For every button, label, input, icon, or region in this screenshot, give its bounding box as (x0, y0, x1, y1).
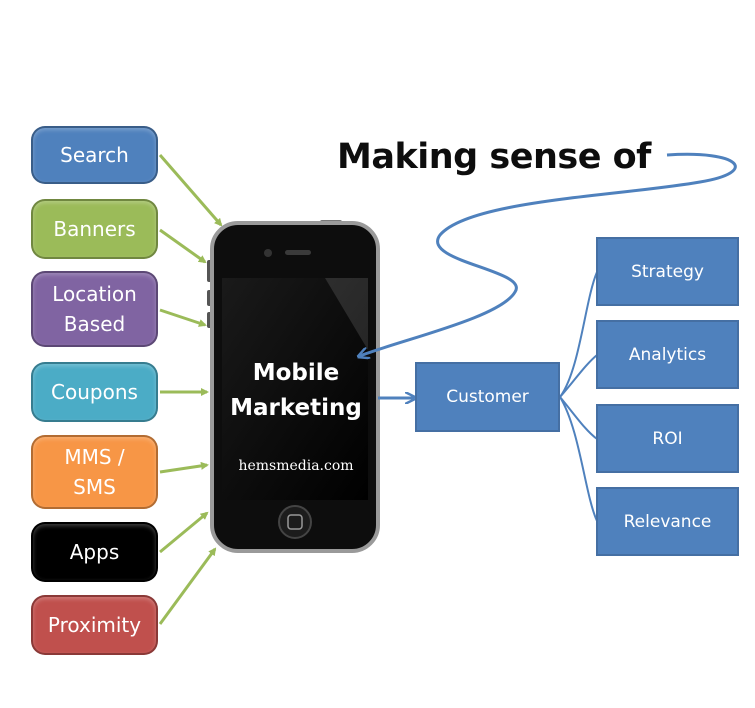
outcome-roi: ROI (596, 404, 739, 473)
home-button (278, 505, 312, 539)
phone-speaker (285, 250, 311, 255)
connector-roi (559, 396, 598, 440)
diagram-title: Making sense of (337, 137, 651, 177)
arrow-location (159, 308, 207, 327)
connector-relevance (559, 396, 598, 522)
phone-screen (222, 278, 368, 500)
arrow-apps (159, 511, 209, 554)
title-connector (360, 152, 737, 356)
arrow-search (158, 154, 223, 227)
channel-location-based: Location Based (31, 271, 158, 347)
channel-mms-sms: MMS / SMS (31, 435, 158, 509)
arrow-proximity (158, 547, 217, 625)
screen-glare (325, 278, 368, 350)
arrow-mms (159, 461, 209, 474)
outcome-relevance: Relevance (596, 487, 739, 556)
watermark-text: hemsmedia.com (238, 458, 354, 474)
outcome-strategy: Strategy (596, 237, 739, 306)
home-button-square (287, 514, 303, 530)
phone-label: Mobile Marketing (230, 360, 362, 421)
outcome-analytics: Analytics (596, 320, 739, 389)
connector-strategy (559, 271, 598, 398)
input-arrows (158, 154, 223, 625)
customer-box: Customer (415, 362, 560, 432)
phone-camera (264, 249, 272, 257)
connector-analytics (559, 354, 598, 398)
phone-illustration (207, 220, 380, 553)
channel-search: Search (31, 126, 158, 184)
channel-banners: Banners (31, 199, 158, 259)
channel-proximity: Proximity (31, 595, 158, 655)
channel-apps: Apps (31, 522, 158, 582)
channel-coupons: Coupons (31, 362, 158, 422)
customer-connectors (559, 271, 598, 522)
arrow-banners (159, 228, 207, 264)
